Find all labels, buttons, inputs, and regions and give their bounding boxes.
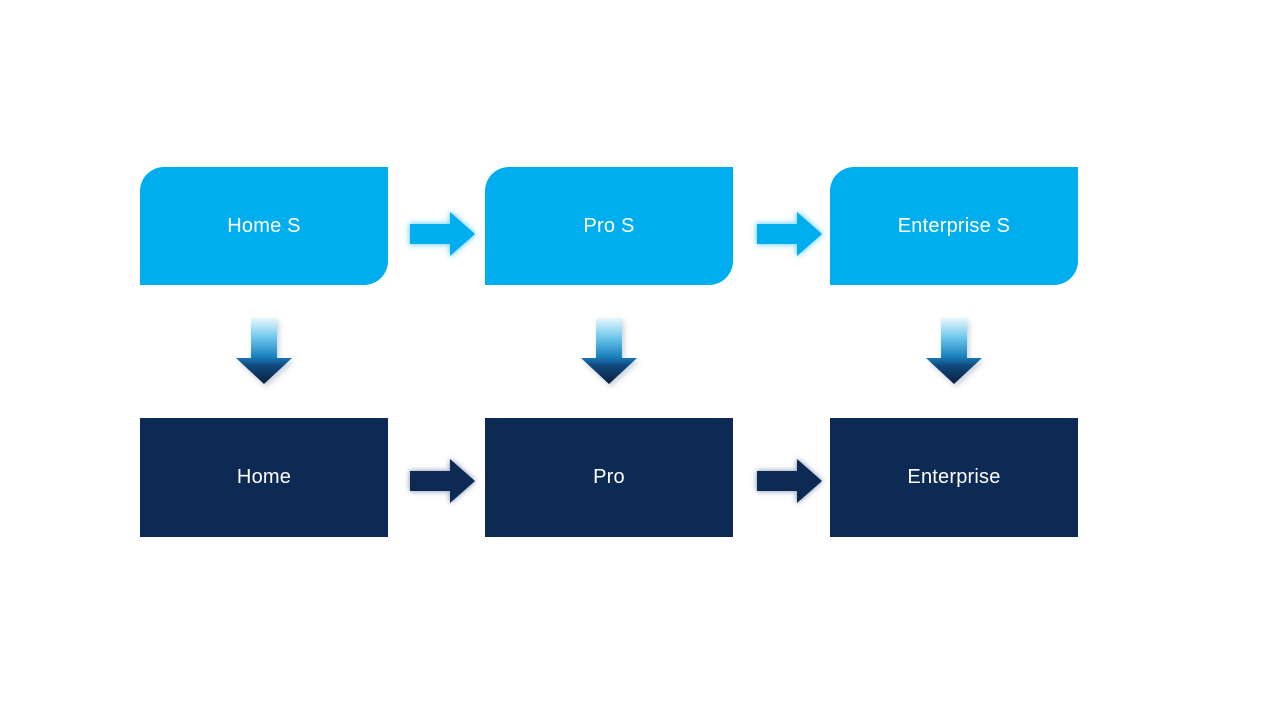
right-arrow-shape — [757, 459, 822, 503]
box-home-s: Home S — [140, 167, 388, 285]
down-arrow-icon — [236, 318, 292, 384]
box-enterprise-s-label: Enterprise S — [897, 214, 1011, 237]
right-arrow-icon — [757, 212, 822, 256]
box-pro: Pro — [485, 418, 733, 537]
down-arrow-shape — [236, 318, 292, 384]
right-arrow-shape — [410, 459, 475, 503]
right-arrow-icon — [410, 459, 475, 503]
box-pro-label: Pro — [593, 466, 625, 488]
right-arrow-icon — [410, 212, 475, 256]
right-arrow-icon — [757, 459, 822, 503]
box-home: Home — [140, 418, 388, 537]
box-home-s-label: Home S — [227, 214, 301, 237]
down-arrow-icon — [581, 318, 637, 384]
right-arrow-shape — [410, 212, 475, 256]
box-pro-s: Pro S — [485, 167, 733, 285]
box-enterprise-s: Enterprise S — [830, 167, 1078, 285]
down-arrow-icon — [926, 318, 982, 384]
down-arrow-shape — [581, 318, 637, 384]
box-home-label: Home — [236, 466, 292, 488]
right-arrow-shape — [757, 212, 822, 256]
box-enterprise: Enterprise — [830, 418, 1078, 537]
down-arrow-shape — [926, 318, 982, 384]
box-enterprise-label: Enterprise — [907, 466, 1001, 488]
box-pro-s-label: Pro S — [583, 214, 635, 237]
